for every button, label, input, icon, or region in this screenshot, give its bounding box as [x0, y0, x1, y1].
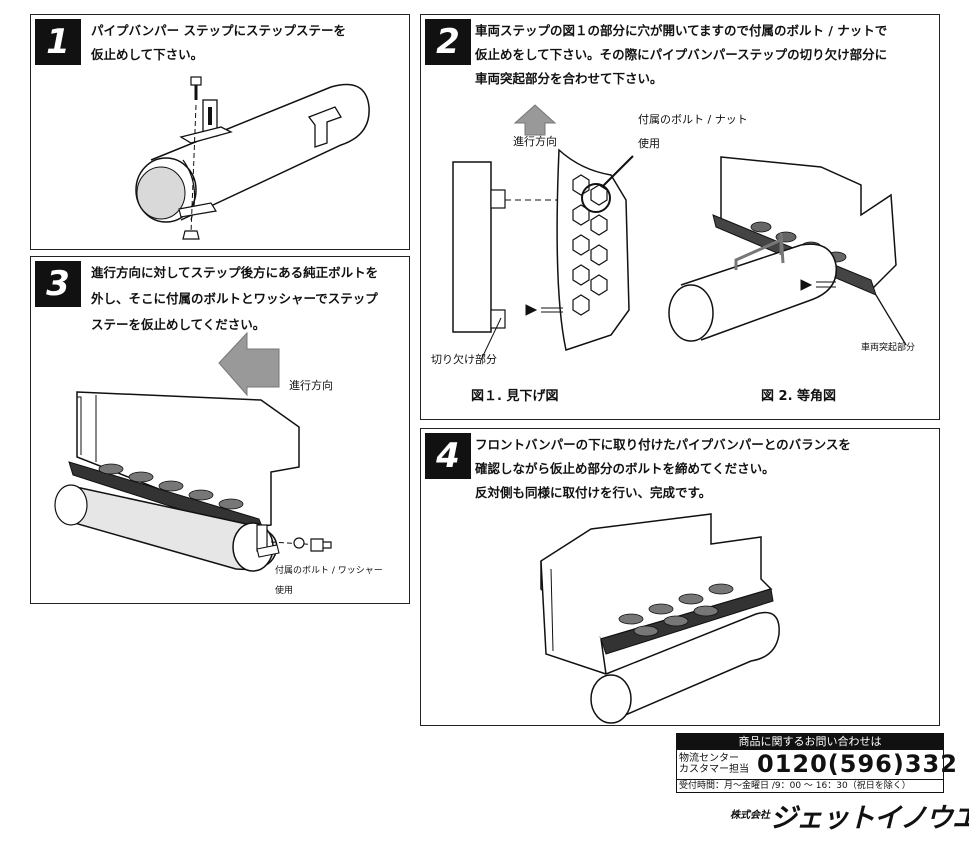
step2-bolt-label1: 付属のボルト / ナット: [638, 113, 748, 126]
step2-fig2-caption: 図 2. 等角図: [761, 389, 837, 404]
step2-direction-label: 進行方向: [513, 135, 557, 148]
step1-pipe-illustration: [135, 76, 370, 240]
step2-badge: 2: [425, 19, 471, 65]
step2-fig1-caption: 図１. 見下げ図: [471, 389, 559, 404]
contact-dept-line1: 物流センター: [679, 753, 739, 764]
step3-line3: ステーを仮止めしてください。: [91, 317, 266, 332]
step1-line1: パイプバンパー ステップにステップステーを: [91, 23, 346, 38]
company-prefix: 株式会社: [730, 810, 770, 821]
step2-protrusion-label: 車両突起部分: [861, 343, 916, 353]
step2-direction-arrow: [513, 104, 557, 136]
step4-line3: 反対側も同様に取付けを行い、完成です。: [475, 485, 712, 500]
step4-line2: 確認しながら仮止め部分のボルトを締めてください。: [475, 461, 775, 476]
step2-panel: 2 車両ステップの図１の部分に穴が開いてますので付属のボルト / ナットで 仮止…: [420, 14, 940, 420]
step3-bolt-label2: 使用: [275, 586, 294, 596]
step1-line2: 仮止めして下さい。: [91, 47, 204, 62]
contact-dept-line2: カスタマー担当: [679, 764, 749, 775]
step3-step-illustration: [54, 391, 332, 572]
step3-line2: 外し、そこに付属のボルトとワッシャーでステップ: [91, 291, 378, 306]
step2-line1: 車両ステップの図１の部分に穴が開いてますので付属のボルト / ナットで: [475, 23, 888, 38]
step2-fig1-illustration: [452, 148, 634, 361]
step1-badge: 1: [35, 19, 81, 65]
step2-fig2-illustration: [668, 156, 907, 346]
contact-hours: 受付時間：月～金曜日 /9：00 ～ 16：30（祝日を除く）: [677, 779, 943, 792]
step3-direction-label: 進行方向: [289, 379, 333, 392]
step4-number: 4: [436, 436, 460, 476]
step3-badge: 3: [35, 261, 81, 307]
step1-number: 1: [46, 22, 70, 62]
contact-box: 商品に関するお問い合わせは 物流センター カスタマー担当 0120(596)33…: [676, 733, 957, 793]
company-logo-name: ジェットイノウエ: [770, 803, 969, 834]
step2-line2: 仮止めをして下さい。その際にパイプバンパーステップの切り欠け部分に: [475, 47, 888, 62]
contact-phone: 0120(596)332: [757, 750, 958, 778]
step2-number: 2: [436, 22, 460, 62]
step2-notch-label: 切り欠け部分: [431, 353, 497, 366]
step3-number: 3: [46, 264, 70, 304]
contact-heading: 商品に関するお問い合わせは: [677, 734, 943, 750]
step4-panel: 4 フロントバンパーの下に取り付けたパイプバンパーとのバランスを 確認しながら仮…: [420, 428, 940, 726]
step4-complete-illustration: [540, 513, 780, 724]
step4-badge: 4: [425, 433, 471, 479]
step2-line3: 車両突起部分を合わせて下さい。: [475, 71, 663, 86]
step3-direction-arrow: [218, 331, 280, 397]
step4-line1: フロントバンパーの下に取り付けたパイプバンパーとのバランスを: [475, 437, 851, 452]
step1-panel: 1 パイプバンパー ステップにステップステーを 仮止めして下さい。: [30, 14, 410, 250]
step3-line1: 進行方向に対してステップ後方にある純正ボルトを: [91, 265, 379, 280]
step3-bolt-label1: 付属のボルト / ワッシャー: [275, 566, 383, 576]
step3-panel: 3 進行方向に対してステップ後方にある純正ボルトを 外し、そこに付属のボルトとワ…: [30, 256, 410, 604]
step2-bolt-label2: 使用: [638, 137, 660, 150]
